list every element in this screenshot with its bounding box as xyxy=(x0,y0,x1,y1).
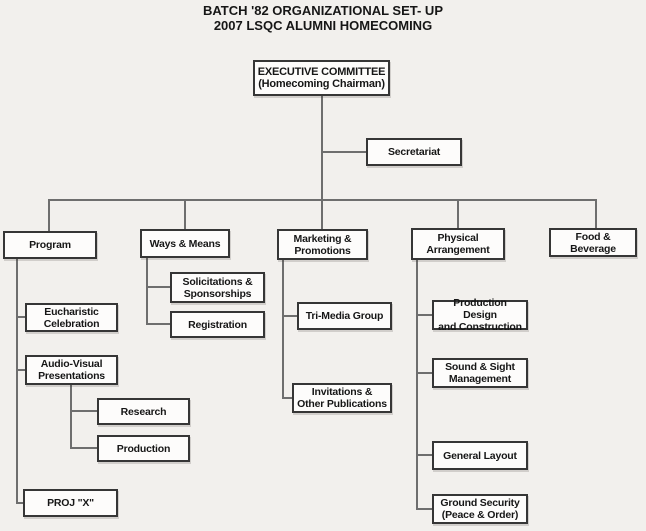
org-node-food-and-beverage: Food & Beverage xyxy=(549,228,637,257)
org-node-ground-security: Ground Security (Peace & Order) xyxy=(432,494,528,524)
connector-research-stub xyxy=(70,410,97,412)
connector-program-vertical xyxy=(16,259,18,504)
org-node-registration: Registration xyxy=(170,311,265,338)
connector-eucharistic-stub xyxy=(16,316,25,318)
org-node-proj-x: PROJ "X" xyxy=(23,489,118,517)
org-node-production-design-construction: Production Design and Construction xyxy=(432,297,528,333)
org-node-executive-committee: EXECUTIVE COMMITTEE (Homecoming Chairman… xyxy=(253,60,390,96)
title-line-1: BATCH '82 ORGANIZATIONAL SET- UP xyxy=(203,3,443,18)
connector-program-drop xyxy=(48,199,50,231)
connector-ground-security-stub xyxy=(416,508,432,510)
title-line-2: 2007 LSQC ALUMNI HOMECOMING xyxy=(213,18,433,33)
connector-invitations-stub xyxy=(282,397,292,399)
org-node-eucharistic-celebration: Eucharistic Celebration xyxy=(25,303,118,332)
connector-audio-visual-vertical xyxy=(70,385,72,449)
org-node-secretariat: Secretariat xyxy=(366,138,462,166)
connector-main-horizontal xyxy=(48,199,597,201)
org-node-program: Program xyxy=(3,231,97,259)
connector-production-design-stub xyxy=(416,314,432,316)
org-node-production: Production xyxy=(97,435,190,462)
org-node-audio-visual-presentations: Audio-Visual Presentations xyxy=(25,355,118,385)
org-node-marketing-promotions: Marketing & Promotions xyxy=(277,229,368,260)
connector-proj-x-stub xyxy=(16,502,23,504)
connector-physical-vertical xyxy=(416,260,418,510)
connector-production-stub xyxy=(70,447,97,449)
org-node-tri-media-group: Tri-Media Group xyxy=(297,302,392,330)
connector-secretariat-stub xyxy=(321,151,366,153)
connector-food-beverage-drop xyxy=(595,199,597,228)
org-node-invitations-other-publications: Invitations & Other Publications xyxy=(292,383,392,413)
connector-solicitations-stub xyxy=(146,286,170,288)
connector-sound-sight-stub xyxy=(416,372,432,374)
org-node-solicitations-sponsorships: Solicitations & Sponsorships xyxy=(170,272,265,303)
connector-general-layout-stub xyxy=(416,454,432,456)
connector-ways-means-drop xyxy=(184,199,186,229)
connector-registration-stub xyxy=(146,323,170,325)
connector-marketing-vertical xyxy=(282,260,284,399)
connector-executive-drop xyxy=(321,96,323,229)
org-chart-title: BATCH '82 ORGANIZATIONAL SET- UP 2007 LS… xyxy=(0,3,646,33)
connector-audio-visual-stub xyxy=(16,369,25,371)
org-node-research: Research xyxy=(97,398,190,425)
connector-physical-drop xyxy=(457,199,459,228)
connector-ways-means-vertical xyxy=(146,258,148,325)
org-node-ways-and-means: Ways & Means xyxy=(140,229,230,258)
org-node-general-layout: General Layout xyxy=(432,441,528,470)
org-node-sound-sight-management: Sound & Sight Management xyxy=(432,358,528,388)
org-node-physical-arrangement: Physical Arrangement xyxy=(411,228,505,260)
connector-tri-media-stub xyxy=(282,315,297,317)
